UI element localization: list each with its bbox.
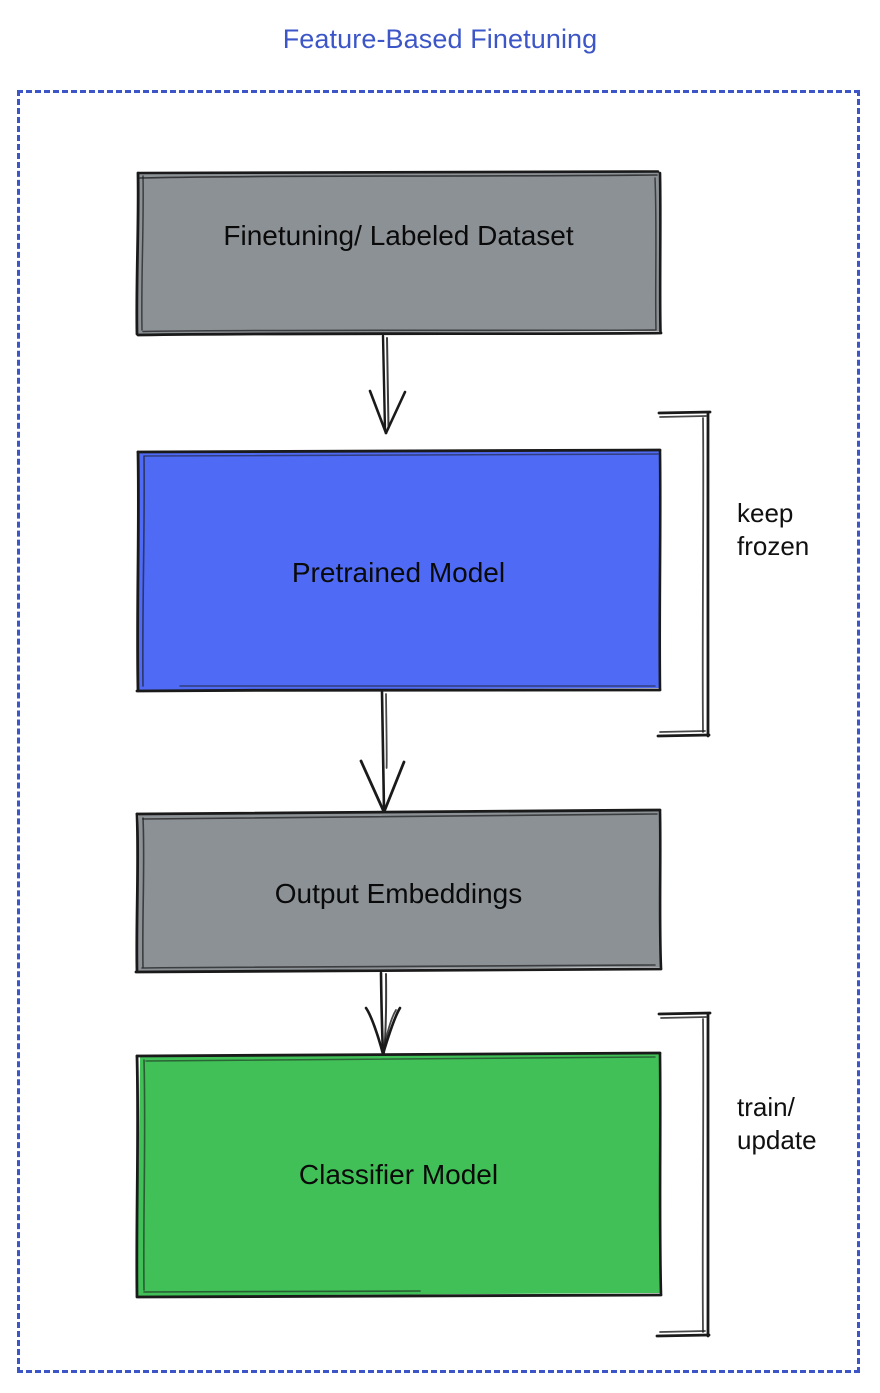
annotation-keep-frozen: keep frozen bbox=[737, 498, 810, 561]
node-label-dataset: Finetuning/ Labeled Dataset bbox=[223, 220, 574, 251]
node-label-embeddings: Output Embeddings bbox=[274, 878, 523, 909]
node-label-pretrained: Pretrained Model bbox=[291, 557, 506, 588]
diagram-outer-frame bbox=[17, 90, 860, 1373]
node-label-classifier: Classifier Model bbox=[298, 1159, 499, 1190]
annotation-train-update: train/ update bbox=[737, 1092, 817, 1155]
page-title: Feature-Based Finetuning bbox=[282, 24, 598, 54]
